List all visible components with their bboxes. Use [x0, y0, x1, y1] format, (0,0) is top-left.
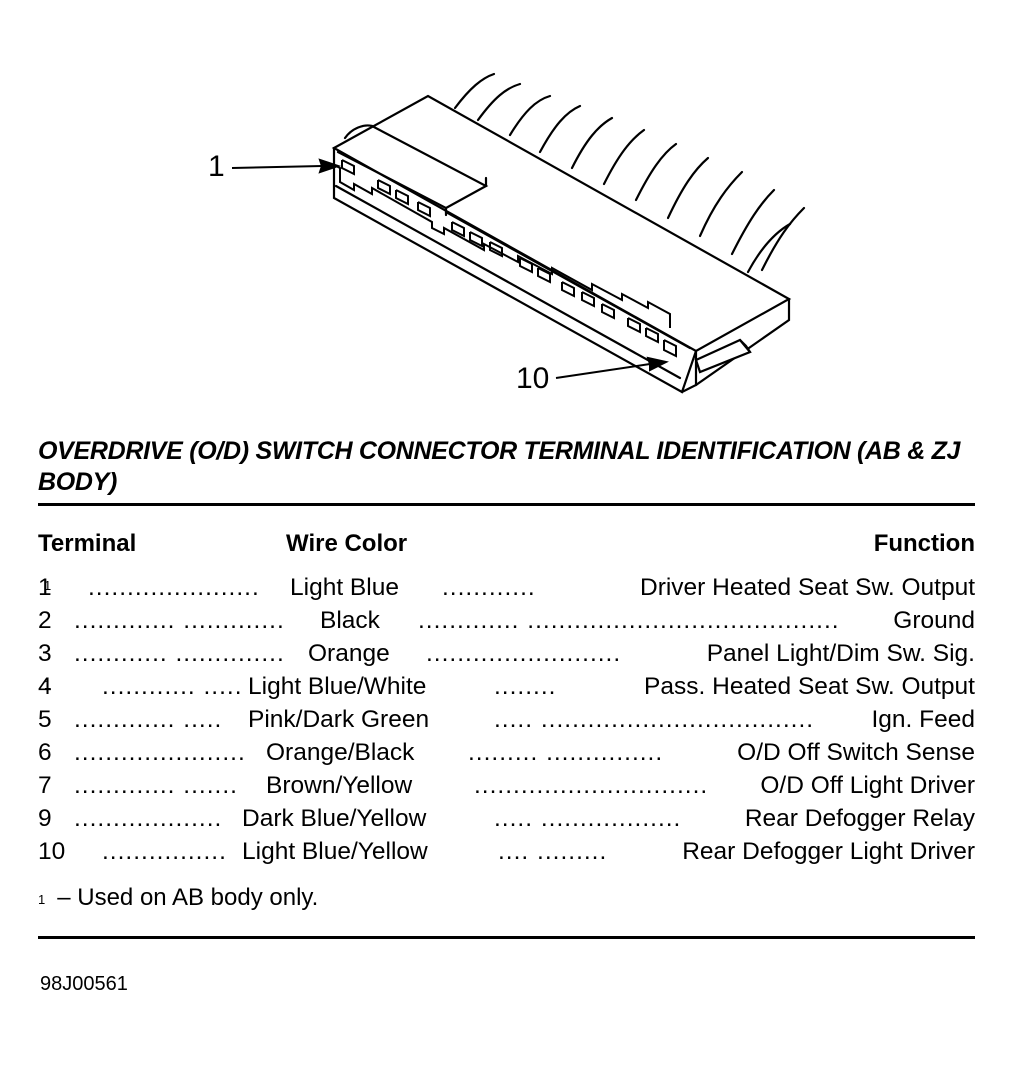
- terminal-number: 6: [38, 739, 52, 766]
- leader-dots: ............. .....: [74, 706, 223, 733]
- terminal-number: 3: [38, 640, 52, 667]
- wire-color: Black: [320, 607, 380, 634]
- wire-color: Brown/Yellow: [266, 772, 413, 799]
- header-wire-color: Wire Color: [286, 530, 408, 557]
- footnote-ref: 1: [44, 677, 52, 692]
- footer-rule: [38, 936, 975, 939]
- leader-dots: ..... ..................: [494, 805, 682, 832]
- function: Ign. Feed: [871, 706, 975, 733]
- terminal-number: 10: [38, 838, 66, 865]
- leader-dots: ...................: [74, 805, 223, 832]
- leader-dots: ..... ..................................…: [494, 706, 815, 733]
- function: Panel Light/Dim Sw. Sig.: [706, 640, 975, 667]
- leader-dots: ..............................: [474, 772, 709, 799]
- wire-color: Dark Blue/Yellow: [242, 805, 427, 832]
- function: Rear Defogger Light Driver: [682, 838, 975, 865]
- leader-dots: ......................: [74, 739, 246, 766]
- function: O/D Off Switch Sense: [737, 739, 975, 766]
- function: O/D Off Light Driver: [760, 772, 975, 799]
- callout-terminal-10: 10: [516, 362, 550, 395]
- leader-dots: ............. .......: [74, 772, 238, 799]
- leader-dots: ............ ..............: [74, 640, 285, 667]
- leader-dots: ............: [442, 574, 536, 601]
- leader-dots: ......... ...............: [468, 739, 664, 766]
- leader-dots: ............. ..........................…: [418, 607, 840, 634]
- footnote-text: – Used on AB body only.: [57, 884, 319, 911]
- leader-dots: ........: [494, 673, 557, 700]
- header-function: Function: [873, 530, 975, 557]
- table-title: OVERDRIVE (O/D) SWITCH CONNECTOR TERMINA…: [38, 437, 961, 496]
- terminal-number: 7: [38, 772, 52, 799]
- table-row: 6...................... Orange/Black.....…: [38, 738, 975, 768]
- table-row: 5 ............. ..... Pink/Dark Green.....…: [38, 705, 975, 735]
- figure-id: 98J00561: [40, 973, 128, 995]
- leader-dots: ............. .............: [74, 607, 285, 634]
- footnote-ref: 1: [44, 578, 52, 593]
- header-terminal: Terminal: [38, 530, 137, 557]
- footnote-mark: 1: [38, 892, 46, 907]
- leader-dots: .........................: [426, 640, 622, 667]
- table-row: 9................... Dark Blue/Yellow....…: [38, 804, 975, 834]
- leader-dots: ................: [102, 838, 227, 865]
- function: Rear Defogger Relay: [744, 805, 975, 832]
- leader-dots: ............ .....: [102, 673, 243, 700]
- footnote: 1 – Used on AB body only.: [38, 883, 318, 913]
- function: Driver Heated Seat Sw. Output: [640, 574, 975, 601]
- wire-color: Light Blue/Yellow: [242, 838, 428, 865]
- table-row: 3 ............ .............. Orange......…: [38, 639, 975, 669]
- wire-color: Light Blue/White: [248, 673, 427, 700]
- callout-arrows: [231, 158, 669, 379]
- wire-color: Orange/Black: [266, 739, 415, 766]
- wire-color: Orange: [308, 640, 390, 667]
- terminal-number: 5: [38, 706, 52, 733]
- connector-illustration: [231, 72, 806, 394]
- terminal-number: 2: [38, 607, 52, 634]
- callout-terminal-1: 1: [208, 150, 225, 183]
- terminal-number: 9: [38, 805, 52, 832]
- function: Pass. Heated Seat Sw. Output: [644, 673, 975, 700]
- function: Ground: [893, 607, 975, 634]
- title-rule: [38, 503, 975, 506]
- leader-dots: .... .........: [498, 838, 608, 865]
- table-row: 2 ............. ............. Black.......…: [38, 606, 975, 636]
- table-row: 7 ............. ....... Brown/Yellow......…: [38, 771, 975, 801]
- table-row: 10................ Light Blue/Yellow .... …: [38, 837, 975, 867]
- wire-color: Pink/Dark Green: [248, 706, 430, 733]
- wire-color: Light Blue: [290, 574, 399, 601]
- leader-dots: ......................: [88, 574, 260, 601]
